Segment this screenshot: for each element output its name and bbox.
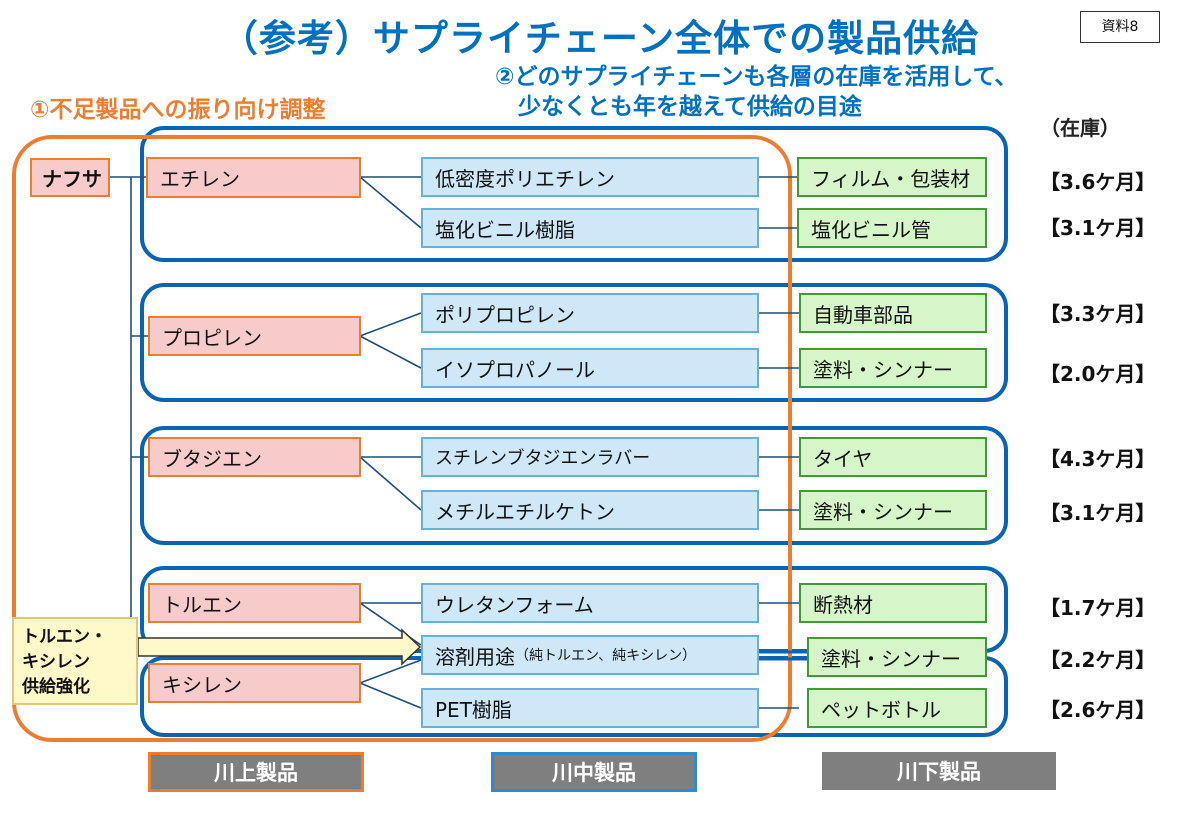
midstream-pvc: 塩化ビニル樹脂 (421, 208, 759, 248)
midstream-mek: メチルエチルケトン (421, 490, 759, 530)
midstream-sbr: スチレンブタジエンラバー (421, 437, 759, 477)
naphtha-box: ナフサ (30, 158, 110, 197)
midstream-isopropanol: イソプロパノール (421, 348, 759, 388)
downstream-tire: タイヤ (799, 437, 987, 477)
midstream-ldpe: 低密度ポリエチレン (421, 157, 759, 197)
document-label: 資料8 (1080, 11, 1160, 43)
note-inventory: ②どのサプライチェーンも各層の在庫を活用して、 少なくとも年を越えて供給の目途 (495, 64, 1018, 120)
stock-value: 【3.6ケ月】 (1040, 170, 1156, 194)
stock-value: 【3.1ケ月】 (1040, 216, 1156, 240)
downstream-pvc-pipe: 塩化ビニル管 (797, 208, 987, 248)
downstream-film: フィルム・包装材 (797, 157, 987, 197)
supply-arrow-icon (137, 628, 422, 666)
upstream-butadiene: ブタジエン (148, 437, 361, 477)
upstream-ethylene: エチレン (146, 157, 361, 198)
page-title: （参考）サプライチェーン全体での製品供給 (220, 17, 980, 60)
downstream-paint-3: 塗料・シンナー (807, 637, 987, 677)
stock-value: 【4.3ケ月】 (1040, 447, 1156, 471)
legend-midstream: 川中製品 (491, 752, 697, 792)
downstream-insulation: 断熱材 (799, 583, 987, 623)
stock-value: 【1.7ケ月】 (1040, 596, 1156, 620)
upstream-xylene: キシレン (148, 663, 361, 703)
toluene-xylene-strengthen-box: トルエン・ キシレン 供給強化 (12, 617, 138, 705)
stock-value: 【3.3ケ月】 (1040, 302, 1156, 326)
solvent-note: （純トルエン、純キシレン） (515, 648, 697, 664)
stock-header: （在庫） (1040, 116, 1120, 140)
stock-value: 【2.6ケ月】 (1040, 698, 1156, 722)
stock-value: 【3.1ケ月】 (1040, 501, 1156, 525)
reallocation-frame (12, 135, 792, 742)
midstream-solvent: 溶剤用途（純トルエン、純キシレン） (421, 635, 759, 675)
downstream-paint-2: 塗料・シンナー (799, 490, 987, 530)
midstream-urethane-foam: ウレタンフォーム (421, 583, 759, 623)
legend-downstream: 川下製品 (822, 752, 1056, 790)
upstream-propylene: プロピレン (148, 316, 361, 356)
group-frame-propylene (140, 283, 1008, 402)
stock-value: 【2.2ケ月】 (1040, 648, 1156, 672)
group-frame-butadiene (140, 426, 1008, 545)
midstream-pet: PET樹脂 (421, 688, 759, 728)
midstream-polypropylene: ポリプロピレン (421, 293, 759, 333)
downstream-auto-parts: 自動車部品 (799, 293, 987, 333)
upstream-toluene: トルエン (148, 583, 361, 623)
group-frame-ethylene (140, 126, 1008, 262)
stock-value: 【2.0ケ月】 (1040, 362, 1156, 386)
downstream-pet-bottle: ペットボトル (807, 688, 987, 728)
legend-upstream: 川上製品 (148, 752, 364, 792)
note-reallocation: ①不足製品への振り向け調整 (30, 97, 326, 123)
downstream-paint-1: 塗料・シンナー (799, 348, 987, 388)
